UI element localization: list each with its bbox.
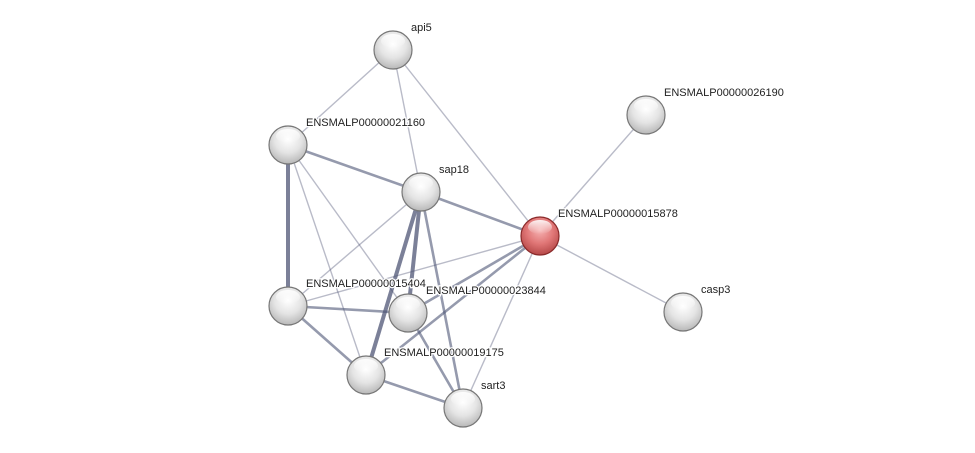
node-highlight	[396, 297, 420, 311]
edge-15878-sart3[interactable]	[462, 235, 541, 409]
edge-api5-21160[interactable]	[287, 49, 394, 146]
node-19175[interactable]: ENSMALP00000019175	[346, 346, 505, 395]
node-highlight	[409, 176, 433, 190]
node-highlight	[276, 290, 300, 304]
node-label[interactable]: api5	[410, 21, 433, 36]
node-15404[interactable]: ENSMALP00000015404	[268, 277, 427, 326]
node-casp3[interactable]: casp3	[663, 283, 732, 332]
node-highlight	[381, 34, 405, 48]
node-api5[interactable]: api5	[373, 21, 433, 70]
node-highlight	[451, 392, 475, 406]
edge-26190-15878[interactable]	[539, 114, 647, 237]
edge-sap18-sart3[interactable]	[419, 191, 465, 409]
edge-api5-15878[interactable]	[392, 49, 541, 237]
edge-15404-23844[interactable]	[287, 304, 409, 315]
node-highlight	[354, 359, 378, 373]
edge-15878-23844[interactable]	[407, 234, 541, 315]
node-label[interactable]: sap18	[438, 163, 470, 178]
node-label[interactable]: sart3	[480, 379, 507, 394]
edge-sap18-15878[interactable]	[420, 190, 541, 238]
edge-21160-sap18[interactable]	[287, 143, 422, 194]
edge-15878-15404[interactable]	[287, 235, 541, 307]
node-label[interactable]: ENSMALP00000023844	[425, 284, 547, 299]
node-23844[interactable]: ENSMALP00000023844	[388, 284, 547, 333]
edge-sap18-15404[interactable]	[287, 191, 422, 307]
node-label[interactable]: ENSMALP00000019175	[383, 346, 505, 361]
node-highlight	[671, 296, 695, 310]
edge-15878-casp3[interactable]	[539, 235, 684, 313]
edge-15878-19175[interactable]	[365, 234, 541, 377]
node-label[interactable]: ENSMALP00000026190	[663, 86, 785, 101]
node-sart3[interactable]: sart3	[443, 379, 507, 428]
node-label[interactable]: ENSMALP00000021160	[305, 116, 427, 131]
node-label[interactable]: casp3	[700, 283, 732, 298]
node-highlight	[276, 129, 300, 143]
node-15878[interactable]: ENSMALP00000015878	[520, 207, 679, 256]
edge-api5-sap18[interactable]	[392, 49, 422, 193]
node-sap18[interactable]: sap18	[401, 163, 470, 212]
node-highlight	[634, 99, 658, 113]
node-26190[interactable]: ENSMALP00000026190	[626, 86, 785, 135]
edge-21160-23844[interactable]	[287, 144, 409, 314]
edge-sap18-23844[interactable]	[406, 191, 423, 314]
node-label[interactable]: ENSMALP00000015878	[557, 207, 679, 222]
edge-sap18-19175[interactable]	[364, 191, 423, 376]
node-21160[interactable]: ENSMALP00000021160	[268, 116, 427, 165]
node-label[interactable]: ENSMALP00000015404	[305, 277, 427, 292]
node-highlight	[528, 220, 552, 234]
edge-21160-19175[interactable]	[287, 144, 367, 376]
